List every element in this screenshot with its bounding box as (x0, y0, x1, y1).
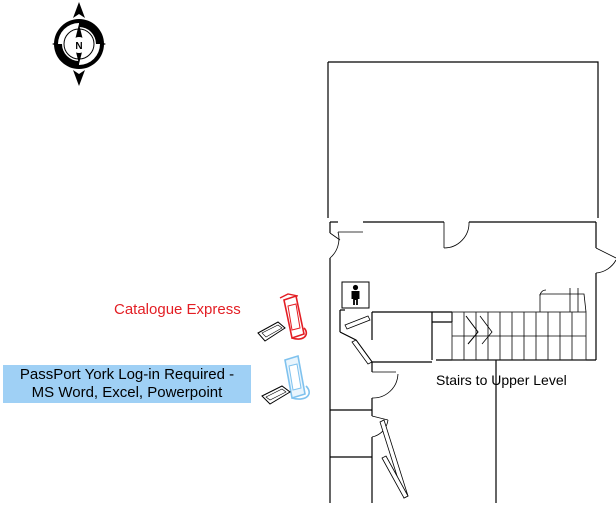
staircase (451, 288, 587, 361)
catalogue-express-label: Catalogue Express (114, 301, 241, 318)
staircase-outline (451, 311, 587, 361)
door-swings (329, 221, 616, 438)
compass-rose-icon: N (52, 2, 106, 86)
passport-label-line-1: PassPort York Log-in Required - (19, 366, 235, 383)
catalogue-express-terminal-icon (257, 293, 308, 342)
stairs-label: Stairs to Upper Level (436, 372, 567, 388)
passport-york-label: PassPort York Log-in Required - MS Word,… (3, 365, 251, 403)
compass-north-letter: N (75, 41, 82, 52)
passport-label-line-2: MS Word, Excel, Powerpoint (31, 384, 223, 401)
passport-terminal-icon (261, 354, 310, 405)
door-panels (344, 315, 409, 499)
person-restroom-icon (341, 281, 370, 309)
